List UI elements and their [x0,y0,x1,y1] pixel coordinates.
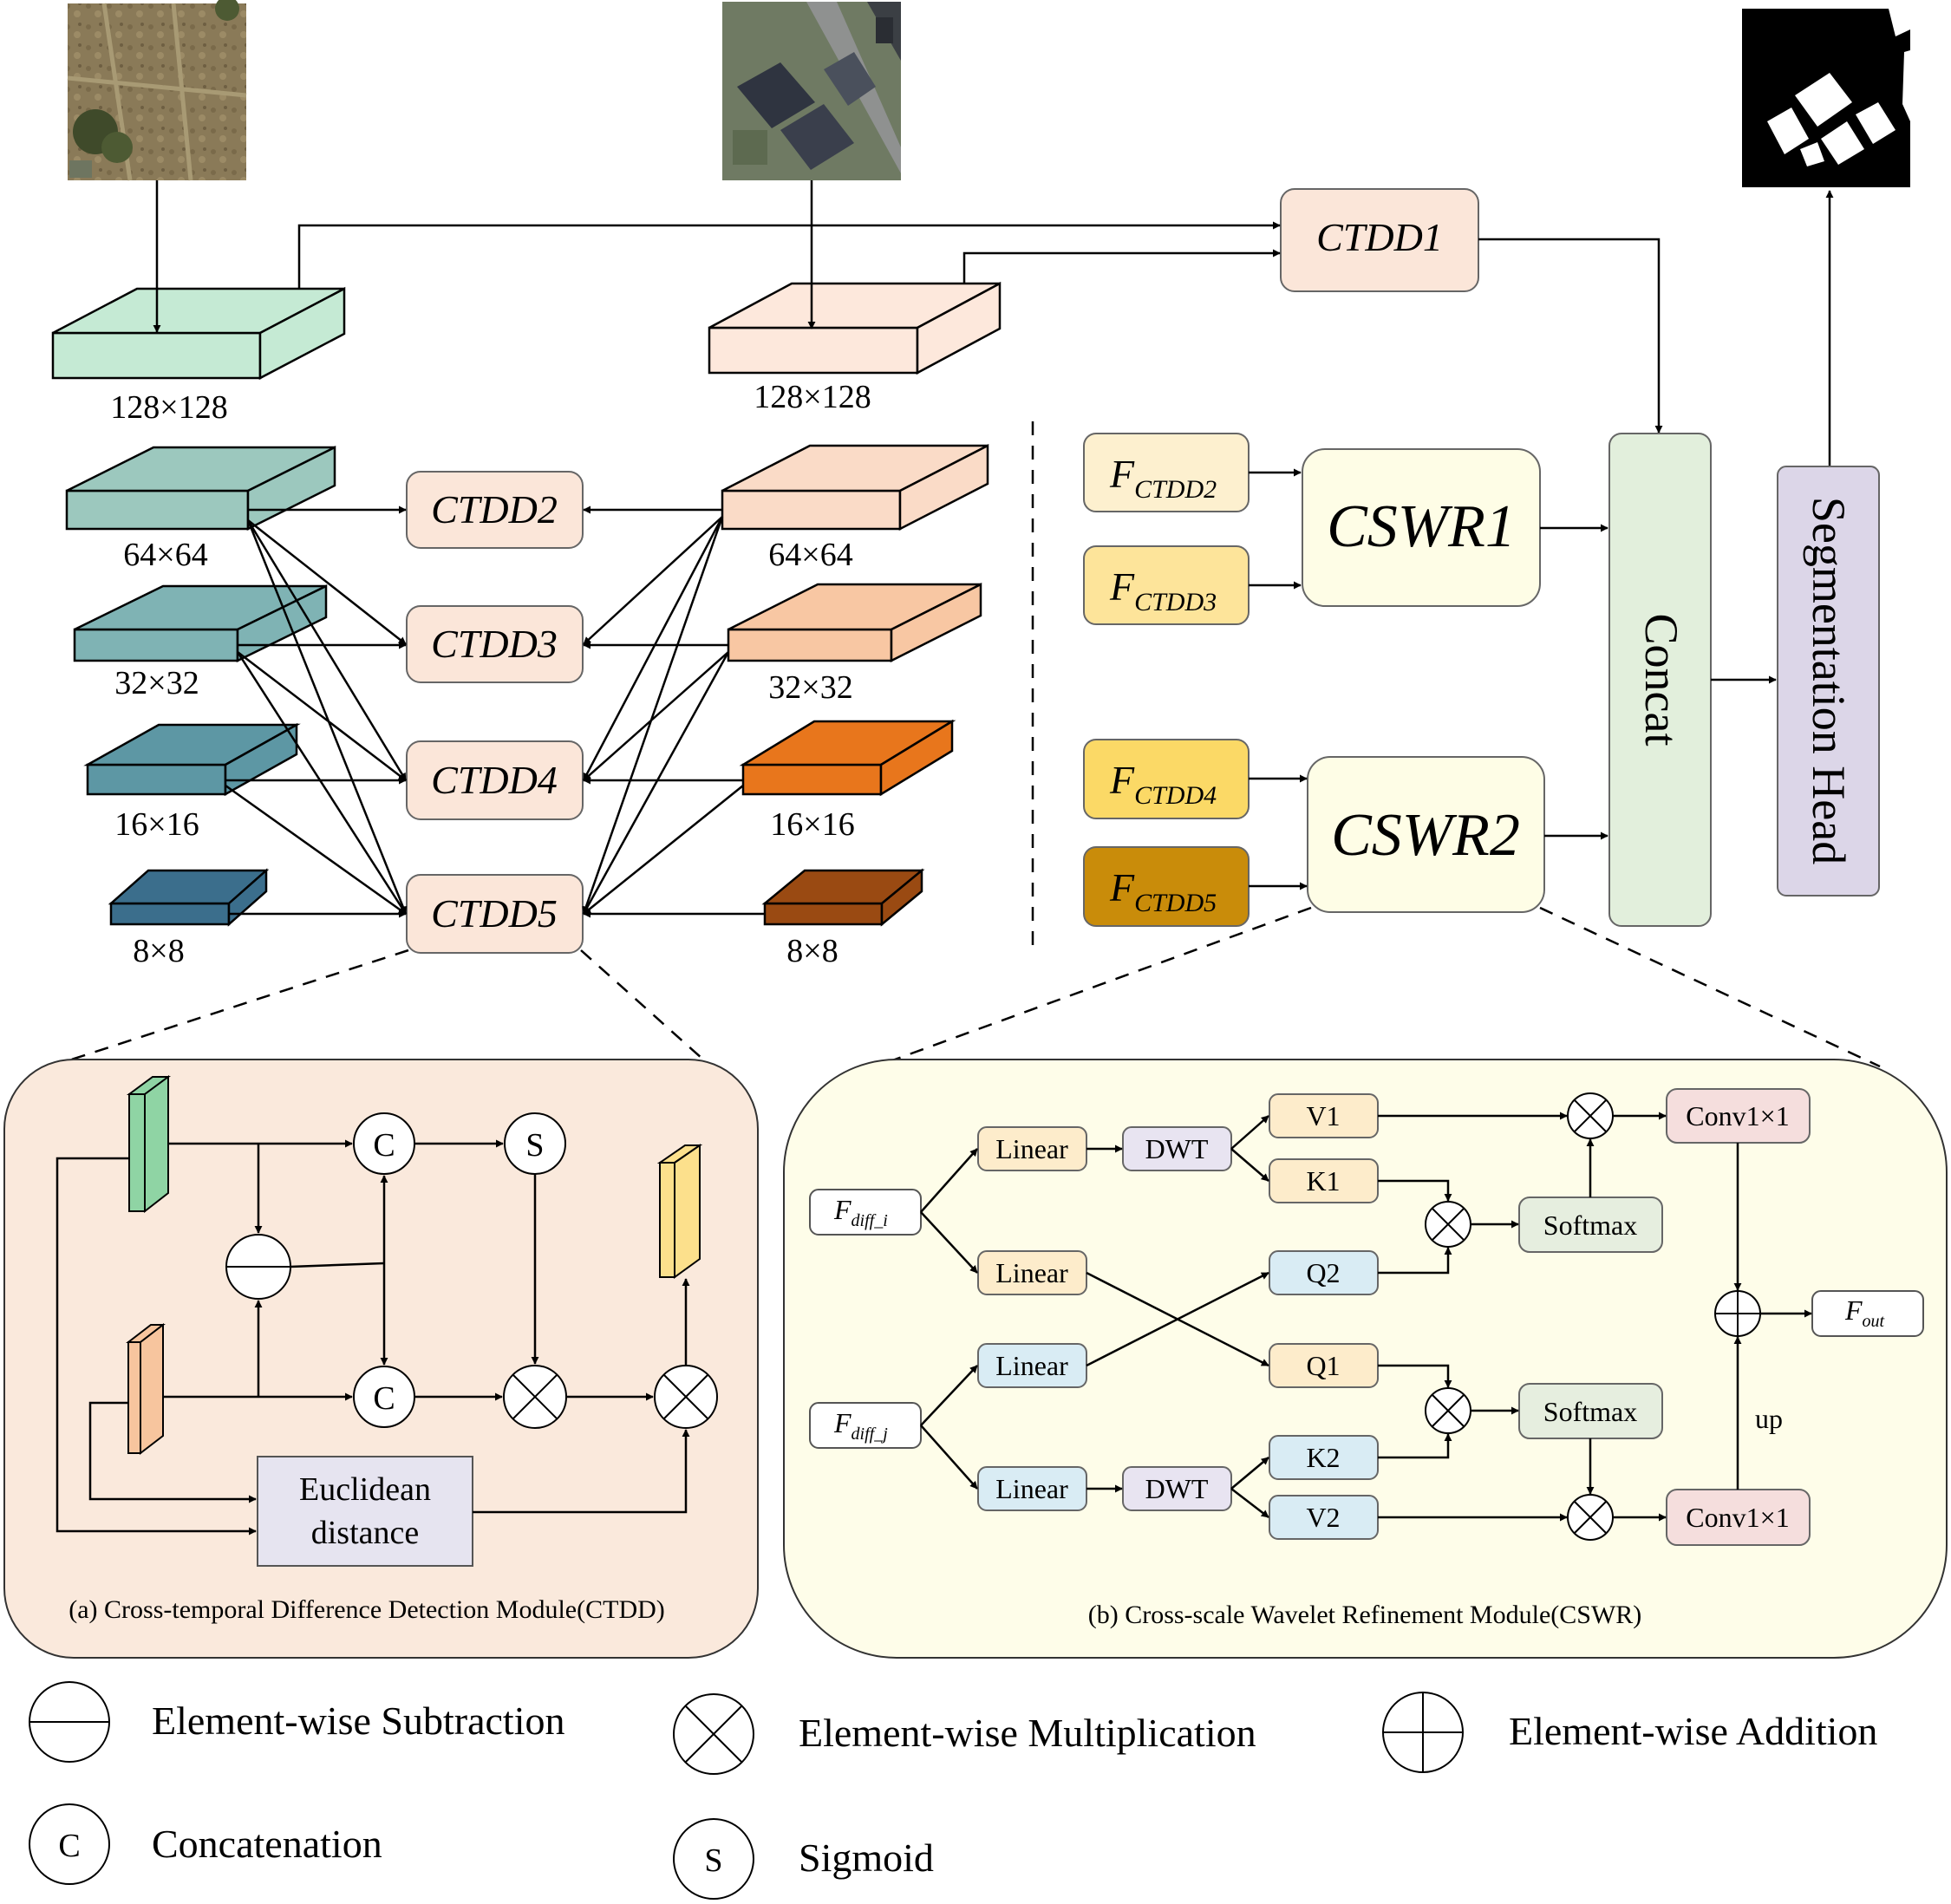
size-label-t2-16: 16×16 [770,806,854,843]
up-label: up [1755,1403,1783,1434]
legend-sigmoid-symbol-label: S [704,1842,722,1879]
size-label-t1-32: 32×32 [114,665,199,701]
legend-addition-symbol [1382,1692,1464,1773]
q1-label: Q1 [1306,1350,1340,1381]
legend-subtraction-symbol [29,1681,110,1763]
multiply-node-b3 [1425,1387,1471,1434]
legend-multiplication-label: Element-wise Multiplication [799,1711,1256,1755]
ctdd2-block [406,471,584,549]
panel-a-feature-t1 [126,1075,172,1214]
conv-label-2: Conv1×1 [1686,1502,1789,1533]
sigmoid-node-label: S [525,1127,544,1164]
feature-cube-t1-16 [83,722,301,797]
ctdd3-label: CTDD3 [431,622,558,666]
multiply-node-b1 [1567,1092,1614,1139]
ctdd1-label: CTDD1 [1316,215,1443,259]
add-node-b [1714,1290,1761,1337]
feature-cube-t1-64 [65,445,336,531]
cswr2-block [1307,756,1545,913]
multiply-node-b2 [1425,1201,1471,1248]
panel-a-connectors [55,1139,690,1536]
linear-label-1: Linear [995,1133,1068,1164]
linear-label-3: Linear [995,1350,1068,1381]
subtraction-node [225,1234,291,1300]
feature-cube-t2-64 [721,443,989,531]
f-diff-i-label: Fdiff_i [833,1194,888,1230]
euclidean-distance-line1: Euclidean [299,1471,431,1508]
v2-label: V2 [1306,1502,1340,1533]
ctdd5-label: CTDD5 [431,891,558,936]
dwt-label-1: DWT [1145,1133,1209,1164]
cswr1-label: CSWR1 [1327,493,1516,560]
feature-cube-t2-16 [739,719,956,797]
multiply-node-a1 [503,1365,567,1429]
panel-a-feature-t2 [126,1322,166,1456]
output-change-map [1742,9,1910,187]
legend-concat-symbol-label: C [58,1828,80,1864]
f-ctdd4-label: FCTDD4 [1109,758,1217,810]
size-label-t1-16: 16×16 [114,806,199,843]
zoom-lines [60,906,1881,1068]
euclidean-distance-line2: distance [311,1515,420,1551]
segmentation-head-label: Segmentation Head [1803,497,1855,864]
right-connectors [1249,468,1777,890]
panel-b-caption: (b) Cross-scale Wavelet Refinement Modul… [1088,1601,1642,1629]
v1-label: V1 [1306,1100,1340,1131]
size-label-t2-8: 8×8 [786,933,838,969]
conv-label-1: Conv1×1 [1686,1100,1789,1131]
legend-concatenation-label: Concatenation [152,1822,382,1866]
size-label-t1-64: 64×64 [123,537,207,573]
input-image-t2 [722,2,901,180]
legend-sigmoid-label: Sigmoid [799,1836,934,1880]
concat-node-bottom-label: C [373,1380,395,1417]
size-label-t2-64: 64×64 [768,537,852,573]
f-out-label: Fout [1844,1294,1885,1331]
size-label-t2-128: 128×128 [754,379,871,415]
f-ctdd5-label: FCTDD5 [1109,865,1217,917]
top-connectors [153,180,1834,466]
feature-cube-t2-128 [708,281,1002,375]
linear-label-4: Linear [995,1473,1068,1504]
feature-cube-t2-8 [761,868,925,927]
feature-cube-t1-32 [73,584,328,663]
legend-sigmoid-symbol [673,1818,754,1900]
multiply-node-b4 [1567,1494,1614,1541]
concat-label: Concat [1635,614,1687,747]
cswr2-label: CSWR2 [1331,802,1520,869]
softmax-label-2: Softmax [1543,1396,1637,1427]
size-label-t2-32: 32×32 [768,669,852,706]
size-label-t1-8: 8×8 [133,933,184,969]
legend-addition-label: Element-wise Addition [1509,1709,1877,1753]
f-ctdd2-label: FCTDD2 [1109,452,1217,504]
size-label-t1-128: 128×128 [110,389,227,426]
f-diff-j-label: Fdiff_j [833,1407,888,1444]
ctdd2-label: CTDD2 [431,487,558,531]
linear-label-2: Linear [995,1257,1068,1288]
legend-multiplication-symbol [673,1693,754,1775]
f-ctdd3-label: FCTDD3 [1109,564,1217,616]
multiply-node-a2 [654,1365,718,1429]
f-out-block [1811,1290,1924,1337]
segmentation-head-block [1777,466,1880,897]
input-image-t1 [67,0,247,181]
ctdd4-label: CTDD4 [431,758,558,802]
pyramid-connectors [225,505,765,918]
feature-cube-t1-128 [51,286,346,381]
dwt-label-2: DWT [1145,1473,1209,1504]
legend-subtraction-label: Element-wise Subtraction [152,1699,565,1743]
legend-concat-symbol [29,1803,110,1885]
k1-label: K1 [1306,1165,1340,1197]
feature-cube-t2-32 [727,582,982,663]
panel-a-caption: (a) Cross-temporal Difference Detection … [69,1595,665,1624]
concat-node-top-label: C [373,1127,395,1164]
ctdd4-block [406,740,584,820]
k2-label: K2 [1306,1442,1340,1473]
panel-b-connectors [920,1112,1812,1522]
ctdd3-block [406,605,584,683]
q2-label: Q2 [1306,1257,1340,1288]
panel-a-output-feature [656,1144,703,1279]
softmax-label-1: Softmax [1543,1210,1637,1241]
feature-cube-t1-8 [108,868,270,927]
